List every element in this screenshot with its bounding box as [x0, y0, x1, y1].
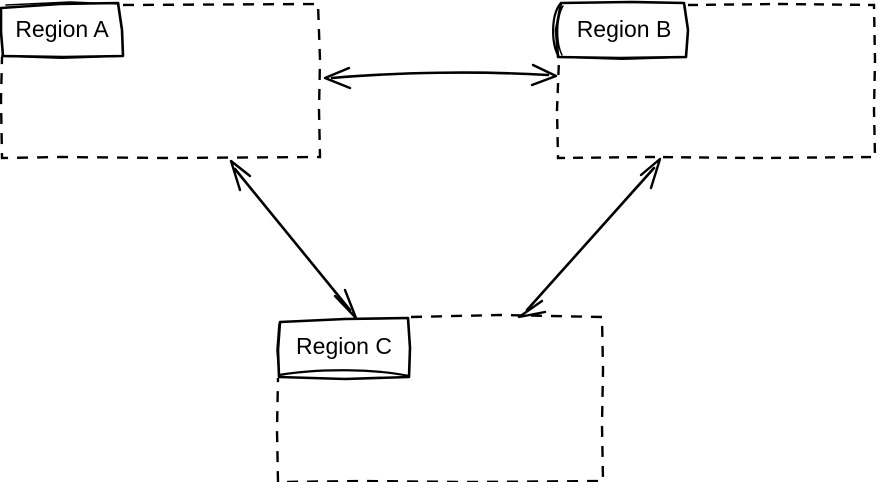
region-b[interactable]: Region B: [552, 0, 877, 160]
connector-a-b-arrowhead-right: [530, 63, 558, 87]
region-b-label-box-cylinder-edge: [552, 2, 562, 59]
connector-a-b-line[interactable]: [330, 71, 550, 80]
connector-a-c-line[interactable]: [233, 167, 352, 312]
region-a-label-box-sketch-overstroke: [1, 55, 122, 59]
region-b-container-border[interactable]: [555, 2, 877, 160]
connector-a-c[interactable]: [229, 159, 358, 320]
region-a-label: Region A: [15, 16, 109, 42]
connector-a-c-arrowhead-lower: [333, 288, 358, 320]
region-a-label-box[interactable]: [0, 1, 125, 59]
connector-b-c-arrowhead-upper: [639, 157, 662, 190]
connector-a-b[interactable]: [323, 63, 558, 90]
connector-b-c-arrowhead-lower: [517, 299, 547, 319]
connector-a-b-arrowhead-left: [323, 66, 352, 90]
region-c[interactable]: Region C: [275, 313, 605, 482]
region-b-label-box-sketch-bottom: [558, 56, 687, 60]
region-b-label-box-cylinder-edge-inner: [556, 5, 564, 56]
region-c-label-box-curve-bottom: [277, 369, 411, 378]
region-c-label-box-sketch-left: [276, 323, 280, 377]
region-c-label: Region C: [296, 333, 392, 359]
connector-a-c-arrowhead-upper: [229, 159, 252, 192]
region-a[interactable]: Region A: [0, 1, 322, 160]
region-b-label: Region B: [577, 16, 672, 42]
region-a-label-box-sketch-top: [5, 1, 120, 6]
connector-b-c[interactable]: [517, 157, 662, 319]
connector-b-c-line[interactable]: [525, 166, 656, 312]
region-a-container-border[interactable]: [0, 2, 322, 160]
